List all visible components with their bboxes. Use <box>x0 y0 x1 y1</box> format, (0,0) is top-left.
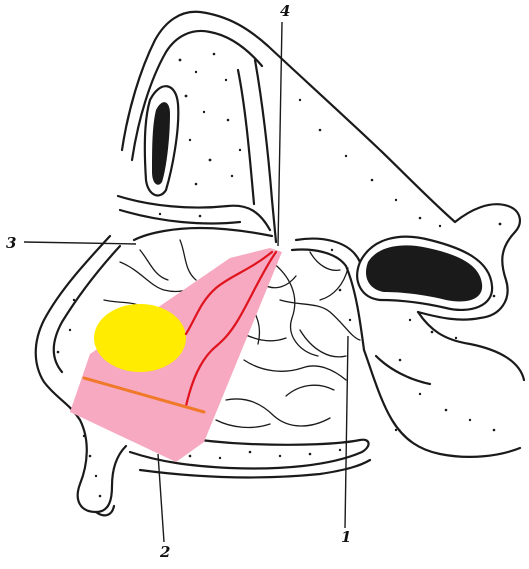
label-1: 1 <box>341 530 351 545</box>
leader-line-2 <box>158 454 164 542</box>
label-3: 3 <box>6 236 16 251</box>
leader-line-3 <box>24 242 136 244</box>
label-2: 2 <box>160 545 170 560</box>
label-4: 4 <box>280 4 290 19</box>
bone-outline <box>36 12 524 516</box>
leader-line-1 <box>345 336 348 528</box>
yellow-spot <box>94 304 186 372</box>
